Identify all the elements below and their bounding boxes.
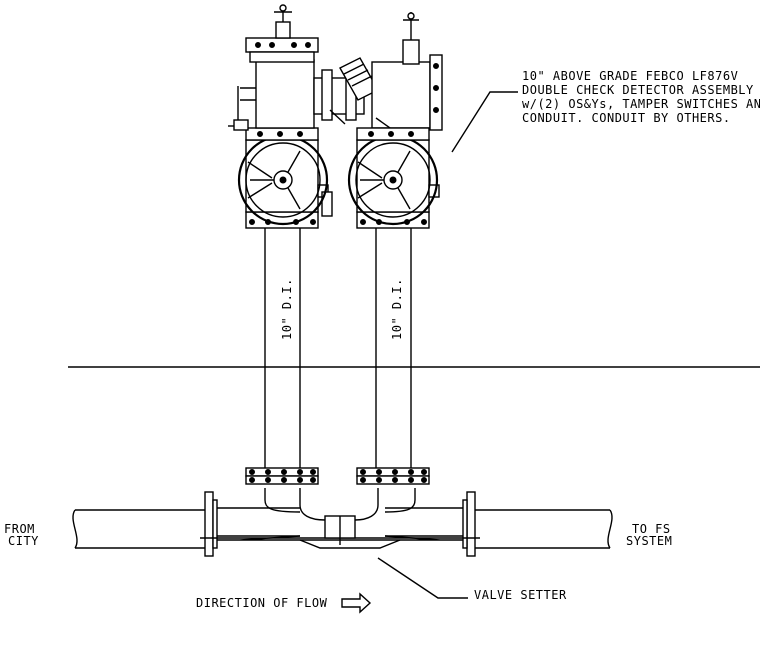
from-label-line2: CITY [8, 534, 39, 548]
flow-arrow-icon [341, 592, 372, 614]
pipe-label-right: 10" D.I. [390, 278, 404, 340]
gate-valve-right [347, 134, 440, 226]
pipe-label-left: 10" D.I. [280, 278, 294, 340]
to-label-line1: TO FS [632, 522, 671, 536]
assembly-label-line3: w/(2) OS&Ys, TAMPER SWITCHES AND [522, 97, 760, 111]
assembly-label-line1: 10" ABOVE GRADE FEBCO LF876V [522, 69, 738, 83]
from-label-line1: FROM [4, 522, 35, 536]
vertical-pipe-right [356, 211, 430, 485]
valve-setter-label: VALVE SETTER [474, 588, 567, 602]
direction-label: DIRECTION OF FLOW [196, 596, 328, 610]
vertical-pipe-left [245, 211, 319, 485]
assembly-label-line4: CONDUIT. CONDUIT BY OTHERS. [522, 111, 731, 125]
direction-of-flow: DIRECTION OF FLOW [196, 592, 372, 614]
main-pipe [72, 488, 613, 557]
gate-valve-left [237, 134, 333, 226]
to-label-line2: SYSTEM [626, 534, 672, 548]
double-check-assembly [228, 4, 443, 141]
assembly-label-line2: DOUBLE CHECK DETECTOR ASSEMBLY [522, 83, 754, 97]
valve-setter-callout: VALVE SETTER [377, 557, 567, 602]
assembly-callout: 10" ABOVE GRADE FEBCO LF876V DOUBLE CHEC… [451, 69, 760, 153]
